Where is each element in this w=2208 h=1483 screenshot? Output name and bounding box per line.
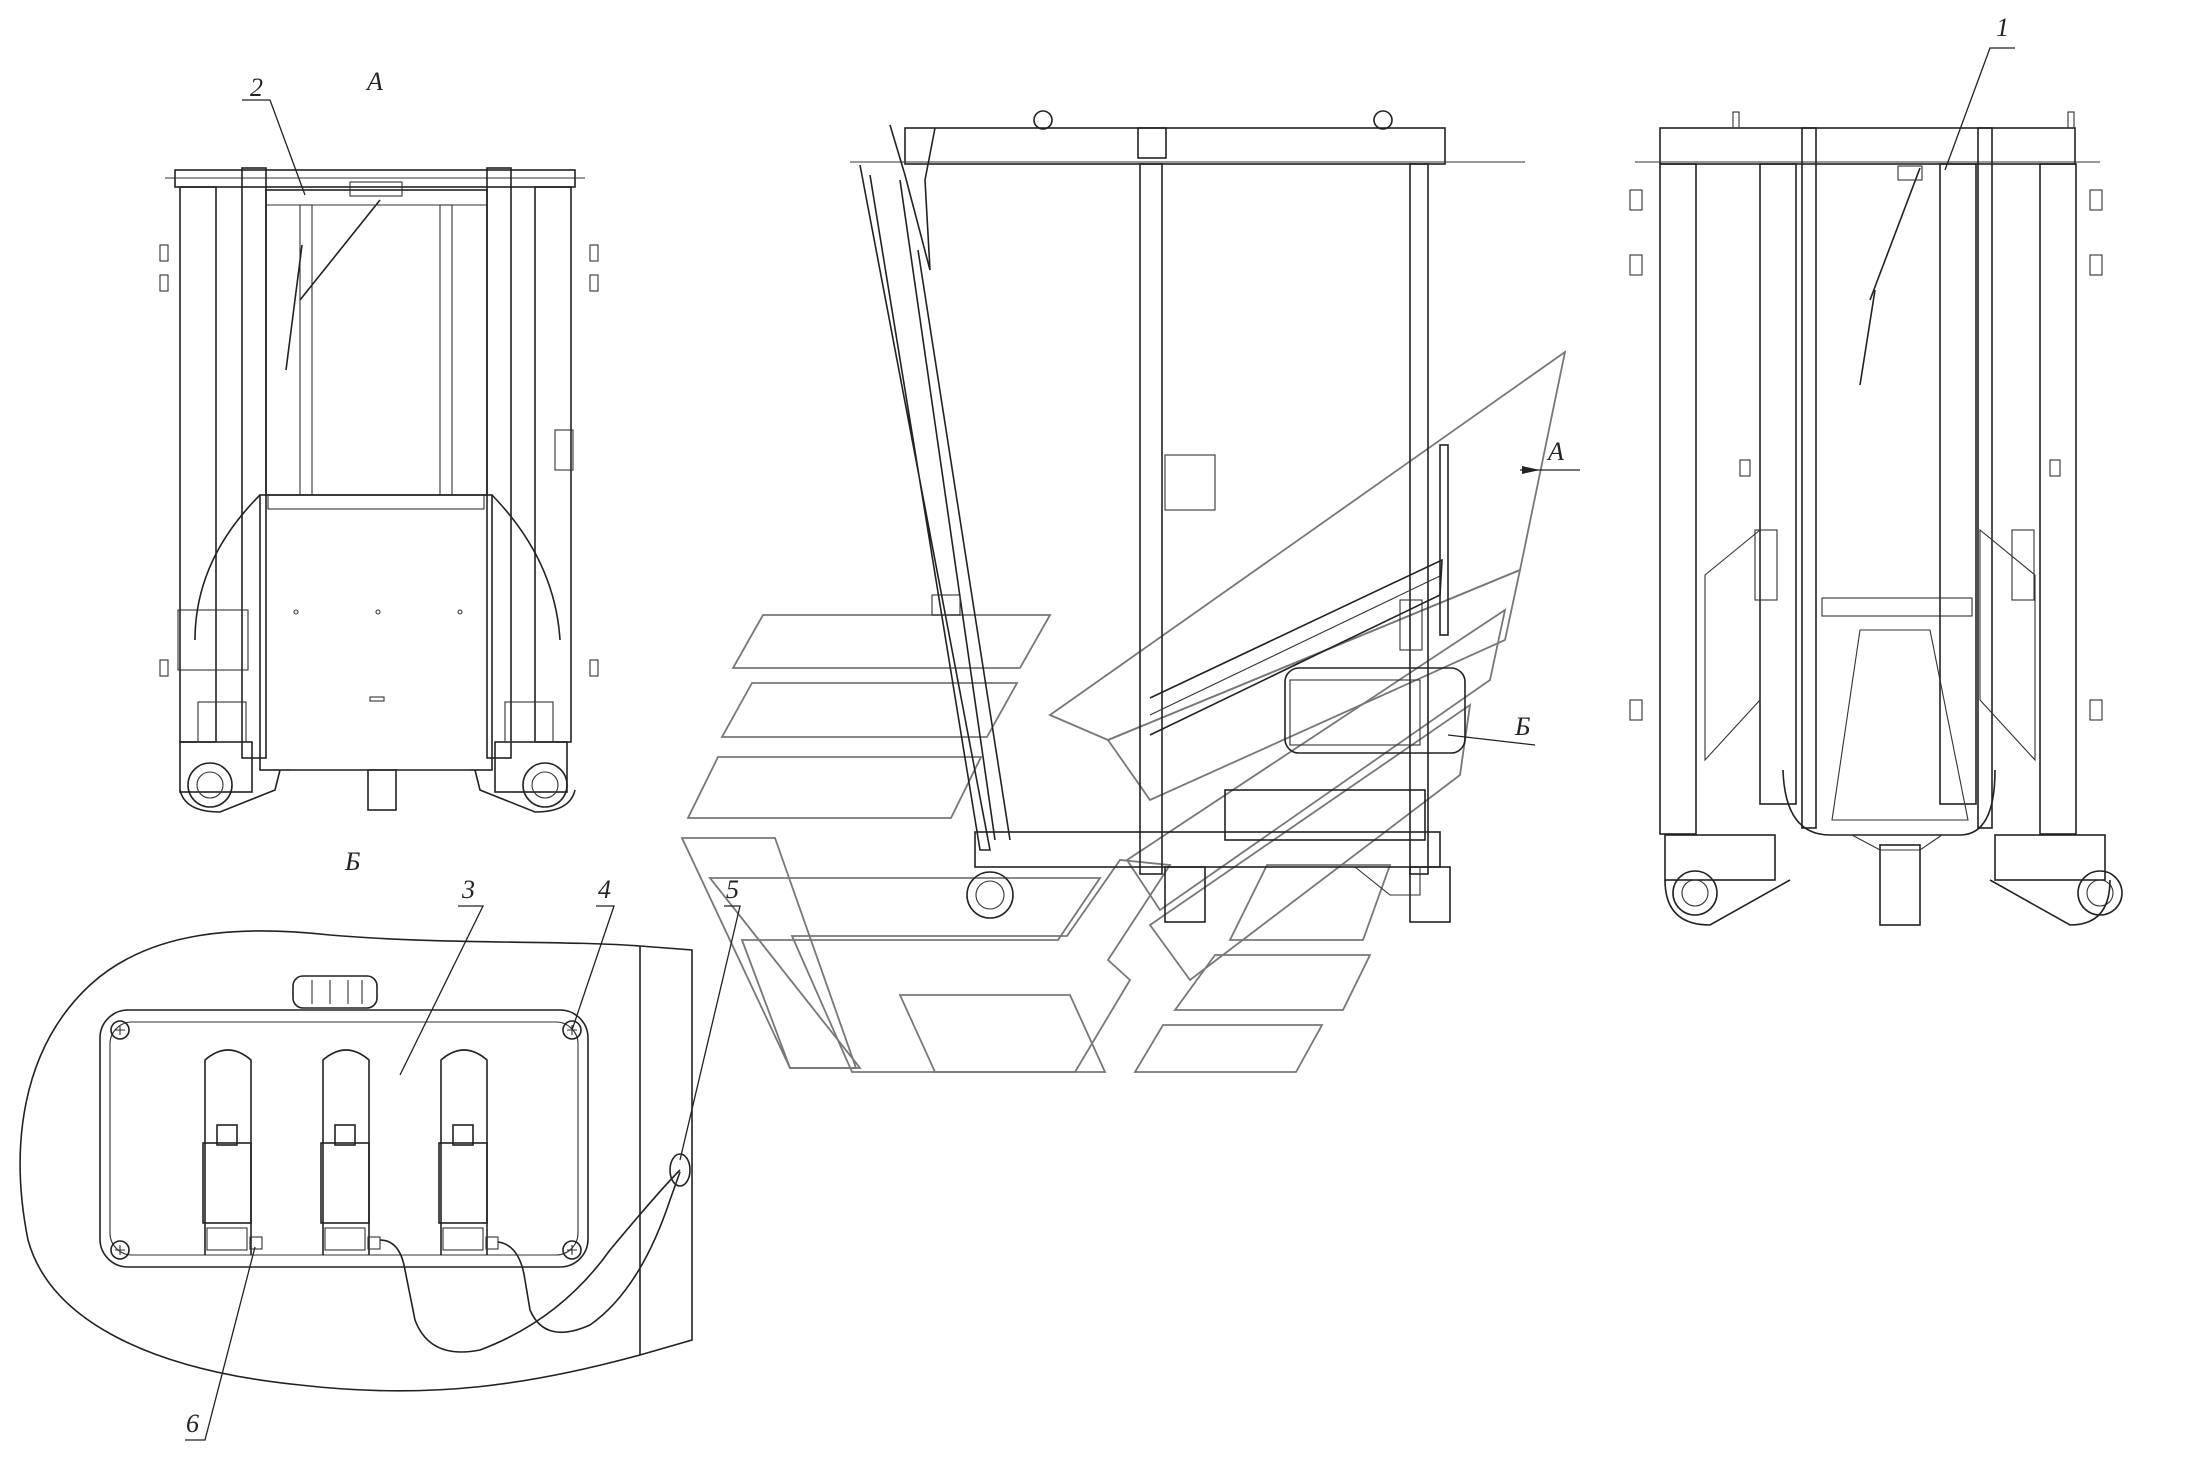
callout-2-label: 2 bbox=[250, 73, 263, 102]
callout-3: 3 bbox=[399, 875, 485, 1076]
callout-6: 6 bbox=[185, 1246, 256, 1441]
detail-callout-b-label: Б bbox=[1514, 712, 1530, 741]
view-a-rear-frame bbox=[159, 167, 599, 813]
watermark-logo bbox=[680, 349, 1567, 1073]
fuse-holder-3 bbox=[438, 1049, 499, 1255]
callout-5-label: 5 bbox=[726, 875, 739, 904]
callout-4-label: 4 bbox=[598, 875, 611, 904]
callout-2: 2 bbox=[242, 73, 306, 196]
callout-1-label: 1 bbox=[1996, 13, 2009, 42]
view-b-title: Б bbox=[344, 847, 360, 876]
callout-6-label: 6 bbox=[186, 1409, 199, 1438]
section-arrow-a-label: А bbox=[1546, 437, 1564, 466]
fuse-holder-2 bbox=[320, 1049, 381, 1255]
callout-1: 1 bbox=[1944, 13, 2015, 171]
callout-3-label: 3 bbox=[461, 875, 475, 904]
side-view-frame: А Б bbox=[850, 110, 1580, 923]
fuse-holder-1 bbox=[202, 1049, 263, 1255]
callout-5: 5 bbox=[679, 875, 741, 1161]
front-view-frame bbox=[1629, 111, 2123, 926]
view-a-title: А bbox=[365, 67, 383, 96]
detail-view-b bbox=[19, 930, 693, 1392]
callout-4: 4 bbox=[571, 875, 615, 1031]
